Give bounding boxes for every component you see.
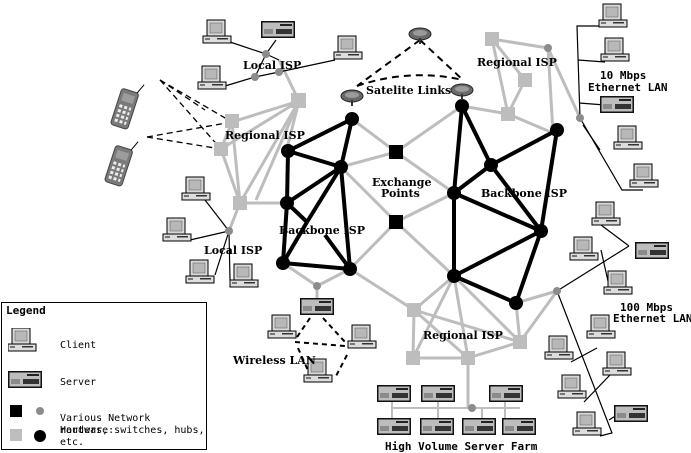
legend-server-label: Server <box>60 377 97 388</box>
client-icon <box>613 125 643 150</box>
server-icon <box>300 298 334 315</box>
server-icon <box>489 385 523 402</box>
mobile-phone-icon <box>103 141 139 188</box>
label-server-farm: High Volume Server Farm <box>385 440 538 453</box>
legend-hardware-line1: Various Network Hardware: <box>60 413 151 436</box>
server-icon <box>635 242 669 259</box>
satellite-links <box>356 39 464 87</box>
label-10mbps-1: 10 Mbps <box>600 69 646 82</box>
wireless-lan-links <box>294 317 348 379</box>
client-icon <box>197 65 227 90</box>
client-icon <box>185 259 215 284</box>
label-exchange-points-1: Exchange <box>372 176 431 189</box>
gray-circle-icon <box>36 407 44 415</box>
label-10mbps-2: Ethernet LAN <box>588 81 667 94</box>
client-icon <box>629 163 659 188</box>
server-icon <box>614 405 648 422</box>
client-icon <box>602 351 632 376</box>
regional-links <box>219 37 582 408</box>
client-icon <box>603 270 633 295</box>
label-100mbps-2: Ethernet LAN <box>613 312 691 325</box>
label-local-isp-top: Local ISP <box>243 59 301 72</box>
legend-client-icon <box>8 328 37 352</box>
client-icon <box>267 314 297 339</box>
legend-hardware-icons <box>10 405 46 442</box>
server-icon <box>502 418 536 435</box>
satellite-dish-icon <box>340 89 364 107</box>
exchange-points <box>389 145 403 229</box>
label-regional-isp-top-right: Regional ISP <box>477 56 557 69</box>
black-square-icon <box>10 405 22 417</box>
client-icon <box>162 217 192 242</box>
satellite-dish-icon <box>450 83 474 101</box>
client-icon <box>591 201 621 226</box>
server-icon <box>421 385 455 402</box>
label-local-isp-left: Local ISP <box>204 244 262 257</box>
gray-square-icon <box>10 429 22 441</box>
black-circle-icon <box>34 430 46 442</box>
wireless-links <box>146 79 233 150</box>
client-icon <box>544 335 574 360</box>
legend-client-label: Client <box>60 340 97 351</box>
label-backbone-isp-right: Backbone ISP <box>481 187 567 200</box>
client-icon <box>569 236 599 261</box>
legend-title: Legend <box>6 304 46 317</box>
backbone-links <box>281 105 559 305</box>
label-backbone-isp-left: Backbone ISP <box>279 224 365 237</box>
label-satellite-links: Satelite Links <box>366 84 451 97</box>
server-icon <box>420 418 454 435</box>
label-wireless-lan: Wireless LAN <box>232 354 316 367</box>
client-icon <box>572 411 602 436</box>
client-icon <box>181 176 211 201</box>
label-100mbps-1: 100 Mbps <box>620 301 673 314</box>
client-icon <box>557 374 587 399</box>
label-exchange-points-2: Points <box>381 187 420 200</box>
client-icon <box>229 263 259 288</box>
server-icon <box>462 418 496 435</box>
server-icon <box>261 21 295 38</box>
client-icon <box>347 324 377 349</box>
hubs <box>225 44 584 412</box>
satellite-dish-icon <box>408 27 432 45</box>
label-regional-isp-left: Regional ISP <box>225 129 305 142</box>
server-icon <box>377 418 411 435</box>
legend: Legend Client Server Various Network Har… <box>1 302 207 450</box>
label-regional-isp-bottom: Regional ISP <box>423 329 503 342</box>
legend-server-icon <box>8 371 42 388</box>
client-icon <box>586 314 616 339</box>
mobile-phone-icon <box>109 84 145 131</box>
backbone-routers <box>276 99 564 310</box>
client-icon <box>598 3 628 28</box>
server-farm-bus <box>391 400 520 420</box>
client-icon <box>333 35 363 60</box>
clients <box>162 3 659 436</box>
server-icon <box>600 96 634 113</box>
regional-routers <box>214 32 532 365</box>
server-icon <box>377 385 411 402</box>
client-icon <box>202 19 232 44</box>
legend-hardware-line2: routers, switches, hubs, etc. <box>60 425 205 448</box>
client-icon <box>600 37 630 62</box>
